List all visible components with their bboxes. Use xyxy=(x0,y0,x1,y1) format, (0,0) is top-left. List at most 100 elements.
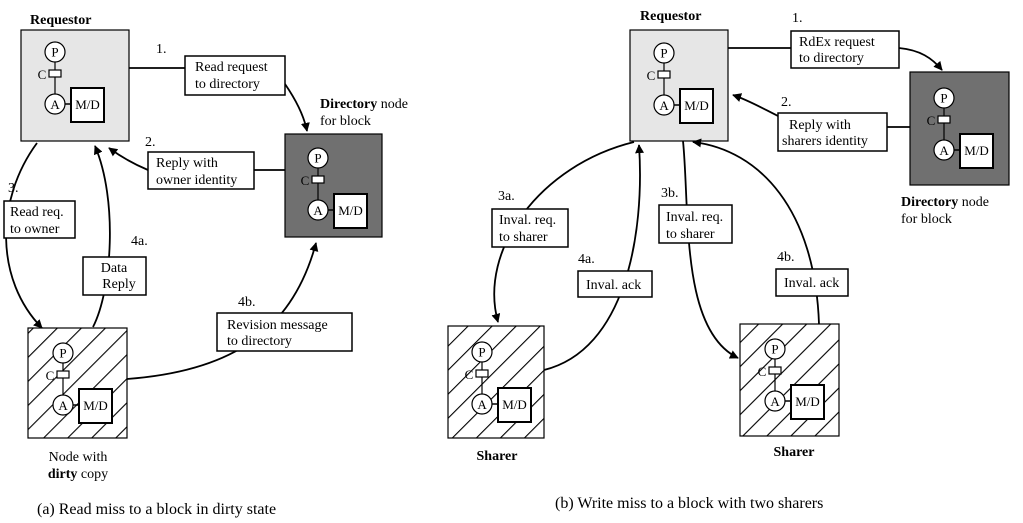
svg-text:Inval. ack: Inval. ack xyxy=(586,278,641,293)
cache-label: C xyxy=(927,113,936,128)
svg-text:RdEx request: RdEx request xyxy=(799,35,875,50)
svg-text:Inval. req.: Inval. req. xyxy=(499,213,556,228)
svg-text:2.: 2. xyxy=(145,135,156,150)
memory-label: M/D xyxy=(338,203,363,218)
svg-text:3.: 3. xyxy=(8,181,19,196)
requestor-node-a: Requestor P C A M/D xyxy=(20,13,130,142)
node-internals: P C A M/D xyxy=(301,147,368,229)
cache-label: C xyxy=(465,367,474,382)
panel-b: Requestor P C A M/D P C A M/D Directory … xyxy=(447,9,1010,512)
assist-label: A xyxy=(659,98,669,113)
sharer-left-node: P C A M/D Sharer xyxy=(447,325,545,464)
step3b-b: 3b. Inval. req. to sharer xyxy=(658,186,733,244)
node-internals: P C A M/D xyxy=(647,42,714,124)
svg-text:to sharer: to sharer xyxy=(499,230,548,245)
step3a-b: 3a. Inval. req. to sharer xyxy=(491,189,569,248)
svg-text:2.: 2. xyxy=(781,95,792,110)
caption-a: (a) Read miss to a block in dirty state xyxy=(37,501,276,518)
svg-text:4b.: 4b. xyxy=(238,295,256,310)
directory-title-b: Directory node xyxy=(901,195,989,210)
svg-text:Read req.: Read req. xyxy=(10,205,64,220)
memory-label: M/D xyxy=(684,98,709,113)
processor-label: P xyxy=(771,342,778,357)
svg-text:Reply with: Reply with xyxy=(789,118,851,133)
svg-text:Inval. ack: Inval. ack xyxy=(784,276,839,291)
sharer-left-title: Sharer xyxy=(477,449,518,464)
cache-label: C xyxy=(46,368,55,383)
dirty-title-line1: Node with xyxy=(49,450,108,465)
memory-label: M/D xyxy=(83,398,108,413)
sharer-right-box xyxy=(739,323,840,437)
svg-text:3b.: 3b. xyxy=(661,186,679,201)
cache-label: C xyxy=(301,173,310,188)
directory-title-a: Directory node xyxy=(320,97,408,112)
svg-text:Revision message: Revision message xyxy=(227,318,328,333)
arrow-step3 xyxy=(5,142,43,329)
svg-text:Data: Data xyxy=(101,261,128,276)
processor-label: P xyxy=(660,46,667,61)
step2-b: 2. Reply with sharers identity xyxy=(777,95,888,152)
arrow-step4a xyxy=(92,145,111,328)
step4a-b: 4a. Inval. ack xyxy=(577,252,653,298)
step4b-a: 4b. Revision message to directory xyxy=(216,295,353,352)
svg-text:4a.: 4a. xyxy=(578,252,595,267)
requestor-node-b: Requestor P C A M/D xyxy=(629,9,729,142)
cache-label: C xyxy=(647,68,656,83)
assist-label: A xyxy=(477,397,487,412)
step1-a: 1. Read request to directory xyxy=(156,42,286,96)
svg-text:to directory: to directory xyxy=(195,77,260,92)
directory-node-a: Directory node for block P C A M/D xyxy=(284,97,408,238)
arrow-step2 xyxy=(108,147,149,171)
sharer-right-title: Sharer xyxy=(774,445,815,460)
processor-label: P xyxy=(940,91,947,106)
memory-label: M/D xyxy=(795,394,820,409)
svg-text:3a.: 3a. xyxy=(498,189,515,204)
processor-label: P xyxy=(51,45,58,60)
node-internals: P C A M/D xyxy=(38,41,105,123)
step3-a: 3. Read req. to owner xyxy=(3,181,76,239)
svg-text:Reply: Reply xyxy=(102,277,135,292)
svg-text:1.: 1. xyxy=(792,11,803,26)
memory-label: M/D xyxy=(502,397,527,412)
assist-label: A xyxy=(313,203,323,218)
cache-label: C xyxy=(38,67,47,82)
arrow-step1 xyxy=(284,83,310,132)
svg-text:to sharer: to sharer xyxy=(666,227,715,242)
svg-text:4b.: 4b. xyxy=(777,250,795,265)
svg-text:owner identity: owner identity xyxy=(156,173,237,188)
processor-label: P xyxy=(314,151,321,166)
memory-label: M/D xyxy=(964,143,989,158)
assist-label: A xyxy=(939,143,949,158)
memory-label: M/D xyxy=(75,97,100,112)
arrow-step3b xyxy=(682,140,739,359)
caption-b: (b) Write miss to a block with two share… xyxy=(555,495,823,512)
dirty-title-line2: dirty copy xyxy=(48,467,108,482)
node-internals: P C A M/D xyxy=(46,342,113,424)
processor-label: P xyxy=(478,345,485,360)
arrow-step1-b xyxy=(898,47,943,71)
directory-title-a-line2: for block xyxy=(320,114,371,129)
requestor-title-a: Requestor xyxy=(30,13,91,28)
assist-label: A xyxy=(770,394,780,409)
node-internals: P C A M/D xyxy=(758,338,825,420)
node-internals: P C A M/D xyxy=(465,341,532,423)
arrow-step4b xyxy=(126,242,319,380)
svg-text:to owner: to owner xyxy=(10,222,60,237)
step2-a: 2. Reply with owner identity xyxy=(145,135,255,190)
directory-node-b: P C A M/D Directory node for block xyxy=(901,71,1010,227)
svg-text:4a.: 4a. xyxy=(131,234,148,249)
svg-text:sharers identity: sharers identity xyxy=(782,134,868,149)
assist-label: A xyxy=(58,398,68,413)
cache-label: C xyxy=(758,364,767,379)
step4a-a: 4a. Data Reply xyxy=(82,234,148,296)
svg-text:Reply with: Reply with xyxy=(156,156,218,171)
svg-text:1.: 1. xyxy=(156,42,167,57)
arrow-step2-b xyxy=(732,93,779,117)
svg-text:to directory: to directory xyxy=(227,334,292,349)
step4b-b: 4b. Inval. ack xyxy=(775,250,849,297)
svg-text:Inval. req.: Inval. req. xyxy=(666,210,723,225)
sharer-right-node: P C A M/D Sharer xyxy=(739,323,840,460)
node-internals: P C A M/D xyxy=(927,87,994,169)
requestor-box-b xyxy=(629,29,729,142)
